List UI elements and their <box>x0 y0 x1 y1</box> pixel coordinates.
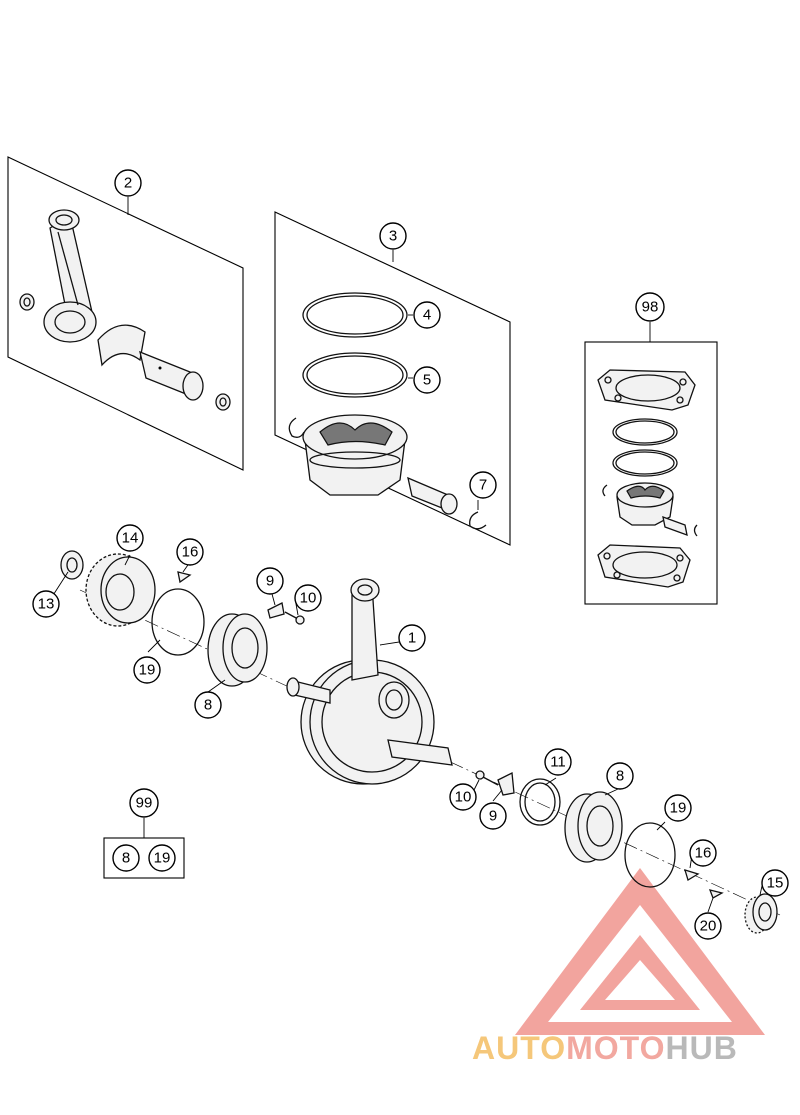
callout-9-left: 9 <box>256 567 284 595</box>
callout-1: 1 <box>398 624 426 652</box>
svg-text:8: 8 <box>616 768 624 785</box>
kit98-ring-second <box>612 449 678 477</box>
small-washer-left <box>19 293 35 311</box>
svg-text:13: 13 <box>38 596 55 613</box>
callout-20: 20 <box>694 912 722 940</box>
main-bearing-left <box>207 613 268 687</box>
piston-ring-top <box>302 292 413 338</box>
locking-plate-right <box>497 771 515 796</box>
svg-text:16: 16 <box>182 544 199 561</box>
callout-8-right: 8 <box>606 762 634 790</box>
piston <box>302 414 408 496</box>
svg-text:10: 10 <box>300 590 317 607</box>
small-key-20 <box>708 889 724 899</box>
svg-text:8: 8 <box>204 697 212 714</box>
shim-left <box>151 588 205 656</box>
callout-11: 11 <box>544 748 572 776</box>
svg-text:19: 19 <box>139 662 156 679</box>
gasket-kit-box <box>584 322 718 605</box>
svg-text:1: 1 <box>408 630 416 647</box>
callout-19-left: 19 <box>133 656 161 684</box>
main-bearing-right <box>564 791 623 863</box>
svg-text:15: 15 <box>767 875 784 892</box>
kit98-piston-pin <box>662 515 698 537</box>
svg-text:8: 8 <box>122 850 130 867</box>
callout-98: 98 <box>635 292 665 322</box>
screw-right <box>475 770 499 786</box>
svg-text:2: 2 <box>124 175 132 192</box>
svg-text:98: 98 <box>642 299 659 316</box>
callout-13: 13 <box>32 590 60 618</box>
piston-ring-second <box>302 352 413 398</box>
callout-2: 2 <box>114 169 142 197</box>
screw-left <box>284 611 305 625</box>
svg-text:10: 10 <box>455 789 472 806</box>
callout-10-left: 10 <box>294 584 322 612</box>
svg-text:5: 5 <box>423 372 431 389</box>
callout-16-right: 16 <box>689 839 717 867</box>
drive-sprocket-nut <box>744 893 778 934</box>
watermark-auto: AUTO <box>472 1030 567 1066</box>
retaining-ring <box>60 550 84 580</box>
callout-5: 5 <box>413 366 441 394</box>
woodruff-key-left <box>177 571 192 584</box>
kit98-base-gasket <box>597 544 691 588</box>
callout-19-kit99: 19 <box>148 844 176 872</box>
callout-14: 14 <box>116 524 144 552</box>
svg-text:19: 19 <box>670 800 687 817</box>
watermark-hub: HUB <box>665 1030 738 1066</box>
crank-connecting-rod <box>350 578 380 681</box>
crankshaft <box>286 659 453 785</box>
callout-19-right: 19 <box>664 794 692 822</box>
shim-right <box>624 822 676 888</box>
small-washer-right <box>215 393 231 411</box>
piston-kit-box <box>274 211 511 546</box>
piston-pin-clip-left <box>288 417 305 438</box>
svg-text:9: 9 <box>266 573 274 590</box>
callout-8-kit99: 8 <box>112 844 140 872</box>
callout-10-right: 10 <box>449 783 477 811</box>
oil-seal-ring <box>519 778 561 826</box>
svg-text:16: 16 <box>695 845 712 862</box>
callout-15: 15 <box>761 869 789 897</box>
svg-text:3: 3 <box>389 228 397 245</box>
callout-99: 99 <box>129 788 159 818</box>
svg-text:11: 11 <box>550 754 566 771</box>
callout-4: 4 <box>413 301 441 329</box>
bearing-kit-box <box>103 818 185 879</box>
svg-text:19: 19 <box>154 850 171 867</box>
callout-8-left: 8 <box>194 691 222 719</box>
crankshaft-gear <box>85 553 156 627</box>
svg-text:7: 7 <box>479 477 487 494</box>
piston-pin <box>407 476 458 515</box>
watermark-logo-triangle <box>515 868 765 1035</box>
kit98-head-gasket <box>597 369 696 411</box>
connecting-rod <box>43 209 97 343</box>
watermark-logo-text: AUTOMOTOHUB <box>472 1030 738 1067</box>
svg-text:4: 4 <box>423 307 431 324</box>
svg-text:99: 99 <box>136 795 153 812</box>
piston-pin-clip-right <box>469 500 487 530</box>
locking-plate-left <box>267 602 285 619</box>
svg-text:14: 14 <box>122 530 139 547</box>
conrod-kit-box <box>7 156 244 471</box>
callout-9-right: 9 <box>479 802 507 830</box>
watermark-moto: MOTO <box>566 1030 666 1066</box>
callout-16-left: 16 <box>176 538 204 566</box>
kit98-ring-top <box>612 418 678 446</box>
rod-bearing-half <box>97 324 146 367</box>
woodruff-key-right <box>684 869 700 881</box>
callout-3: 3 <box>379 222 407 250</box>
crank-pin <box>139 350 204 401</box>
kit98-piston <box>602 482 674 526</box>
callout-7: 7 <box>469 471 497 499</box>
svg-text:20: 20 <box>700 918 717 935</box>
svg-text:9: 9 <box>489 808 497 825</box>
